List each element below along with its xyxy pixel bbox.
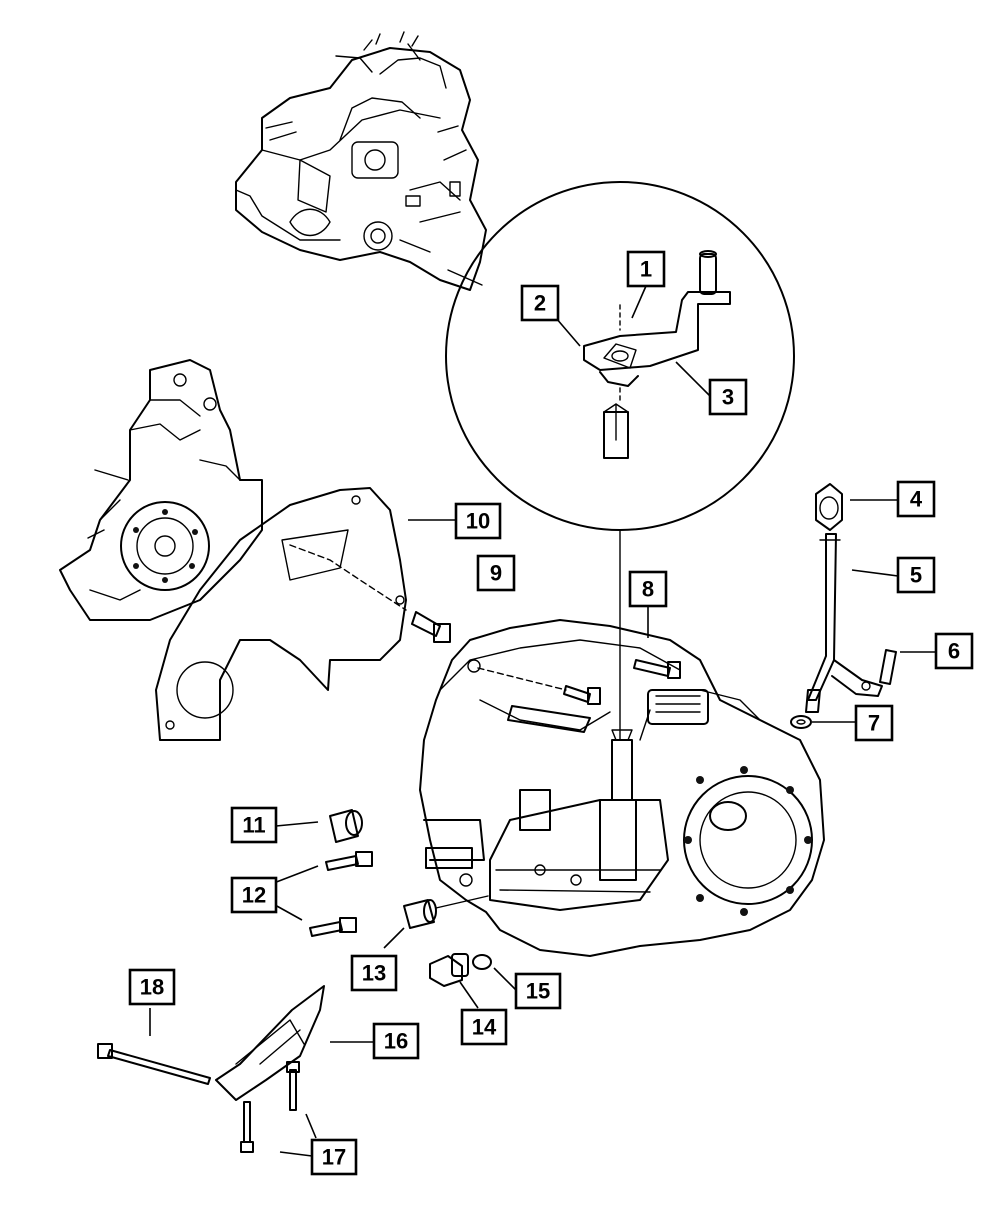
callout-15: 15	[514, 972, 562, 1010]
callout-15-label: 15	[526, 979, 550, 1004]
callout-18: 18	[128, 968, 176, 1006]
callout-1-label: 1	[640, 257, 652, 282]
part-18-long-bolt	[97, 1043, 211, 1085]
callout-6-label: 6	[948, 639, 960, 664]
callout-11: 11	[230, 806, 278, 844]
dipstick-and-tube	[790, 483, 897, 729]
callout-9: 9	[476, 554, 516, 592]
callout-16-label: 16	[384, 1029, 408, 1054]
callout-8: 8	[628, 570, 668, 608]
part-12-studs	[309, 851, 373, 937]
callout-14-label: 14	[472, 1015, 497, 1040]
leader-lines	[149, 285, 936, 1157]
engine-block-left-illustration	[59, 359, 263, 621]
callout-12-label: 12	[242, 883, 266, 908]
callout-11-label: 11	[242, 813, 265, 838]
callout-17-label: 17	[322, 1145, 346, 1170]
callout-2-label: 2	[534, 291, 546, 316]
callout-9-label: 9	[490, 561, 502, 586]
callout-10-label: 10	[466, 509, 490, 534]
callout-6: 6	[934, 632, 974, 670]
callout-17: 17	[310, 1138, 358, 1176]
bellhousing-bolts	[477, 659, 681, 705]
callout-13-label: 13	[362, 961, 386, 986]
part-11-bushing	[329, 809, 363, 843]
callout-5-label: 5	[910, 563, 922, 588]
engine-top-illustration	[235, 31, 487, 291]
part-14-sensor	[429, 953, 469, 987]
callout-18-label: 18	[140, 975, 164, 1000]
callout-5: 5	[896, 556, 936, 594]
callout-4: 4	[896, 480, 936, 518]
callout-2: 2	[520, 284, 560, 322]
callout-10: 10	[454, 502, 502, 540]
callout-4-label: 4	[910, 487, 923, 512]
callout-1: 1	[626, 250, 666, 288]
shift-lever-detail	[583, 250, 731, 459]
callout-7: 7	[854, 704, 894, 742]
part-13-plug	[403, 895, 489, 929]
callout-3-label: 3	[722, 385, 734, 410]
callout-8-label: 8	[642, 577, 654, 602]
callout-3: 3	[708, 378, 748, 416]
part-16-bracket	[215, 985, 325, 1101]
part-17-bolts	[240, 1061, 300, 1153]
callout-16: 16	[372, 1022, 420, 1060]
transaxle-assembly	[419, 619, 825, 957]
part-15-oring	[472, 954, 492, 970]
callout-13: 13	[350, 954, 398, 992]
adapter-plate	[155, 487, 451, 741]
detail-magnifier-circle	[445, 181, 795, 741]
callout-14: 14	[460, 1008, 508, 1046]
callout-7-label: 7	[868, 711, 880, 736]
callout-12: 12	[230, 876, 278, 914]
